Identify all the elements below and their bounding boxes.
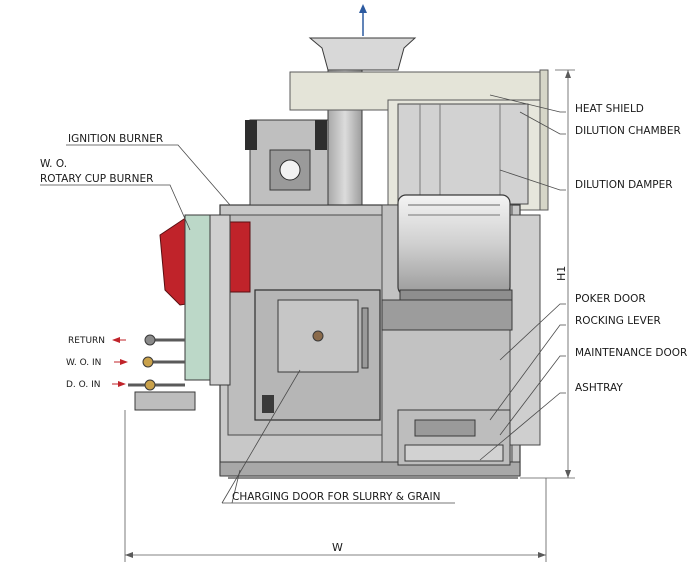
label-dilution-damper: DILUTION DAMPER	[575, 179, 673, 191]
charging-door	[254, 289, 381, 421]
label-maintenance-door: MAINTENANCE DOOR	[575, 347, 687, 359]
exhaust-arrow	[359, 4, 367, 36]
fuel-arrows	[112, 337, 128, 387]
grate-drum	[397, 194, 513, 303]
dim-h1-label: H1	[555, 266, 568, 281]
fan-motor	[245, 119, 329, 206]
label-wo-burner-line2: ROTARY CUP BURNER	[40, 173, 153, 185]
label-poker-door: POKER DOOR	[575, 293, 646, 305]
label-heat-shield: HEAT SHIELD	[575, 103, 644, 115]
burner-plate	[209, 214, 231, 386]
label-wo-burner-line1: W. O.	[40, 158, 67, 170]
label-wo-in: W. O. IN	[66, 358, 101, 368]
label-ignition-burner: IGNITION BURNER	[68, 133, 163, 145]
dimension-w	[124, 410, 547, 562]
label-do-in: D. O. IN	[66, 380, 100, 390]
flue-outlet	[308, 37, 417, 206]
dilution-chamber	[397, 103, 529, 205]
poker-door	[381, 299, 513, 331]
ashtray	[397, 409, 511, 466]
dimension-h1	[520, 69, 575, 479]
label-return: RETURN	[68, 336, 105, 346]
fuel-piping	[128, 334, 196, 411]
label-charging-door: CHARGING DOOR FOR SLURRY & GRAIN	[232, 491, 440, 503]
dim-w-label: W	[332, 541, 343, 554]
leader-lines	[40, 94, 566, 504]
label-ashtray: ASHTRAY	[575, 382, 623, 394]
label-rocking-lever: ROCKING LEVER	[575, 315, 661, 327]
label-dilution-chamber: DILUTION CHAMBER	[575, 125, 681, 137]
